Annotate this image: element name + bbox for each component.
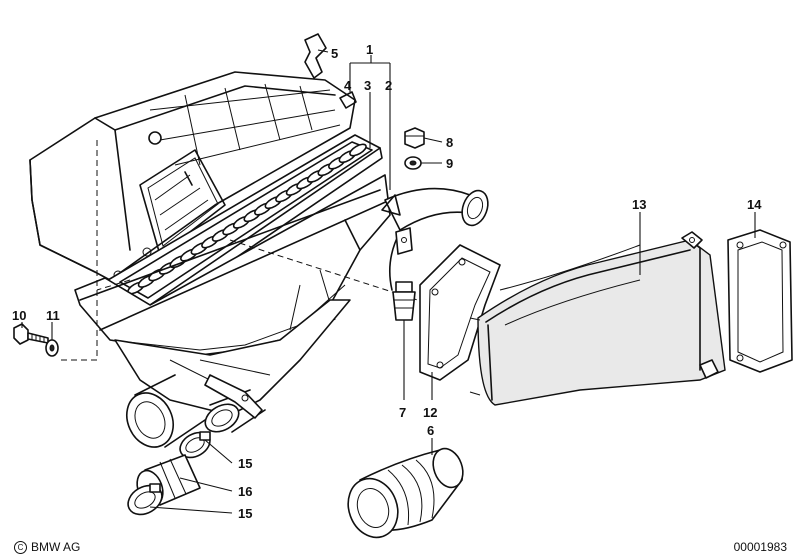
- brand-name: BMW AG: [31, 540, 81, 554]
- rubber-mount: [392, 227, 416, 321]
- copyright-icon: C: [14, 540, 27, 554]
- callout-8: 8: [446, 135, 453, 150]
- hex-nut: [404, 127, 425, 149]
- spring-clip: [304, 33, 327, 79]
- hex-bolt: [13, 323, 49, 345]
- callout-1: 1: [366, 42, 373, 57]
- filter-housing-lower: [74, 174, 391, 448]
- callout-labels: 1 2 3 4 5 6 7 8 9 10 11 12 13 14 15 15 1…: [12, 42, 762, 521]
- callout-2: 2: [385, 78, 392, 93]
- callout-4: 4: [344, 78, 352, 93]
- rubber-boot: [347, 447, 464, 539]
- intake-elbow-pipe: [381, 187, 489, 291]
- callout-12: 12: [423, 405, 437, 420]
- hose-clamp-upper: [179, 431, 211, 459]
- callout-14: 14: [747, 197, 762, 212]
- callout-5: 5: [331, 46, 338, 61]
- callout-10: 10: [12, 308, 26, 323]
- intake-duct: [469, 231, 726, 406]
- callout-11: 11: [46, 308, 60, 323]
- hose-clamp-lower: [127, 483, 163, 516]
- callout-13: 13: [632, 197, 646, 212]
- callout-7: 7: [399, 405, 406, 420]
- callout-15-lower: 15: [238, 506, 252, 521]
- diagram-reference-number: 00001983: [733, 540, 787, 554]
- washer: [404, 156, 422, 170]
- filter-housing-lid: [29, 71, 357, 281]
- callout-16: 16: [238, 484, 252, 499]
- callout-3: 3: [364, 78, 371, 93]
- gasket-14: [727, 229, 793, 373]
- leader-lines: [21, 49, 756, 514]
- gasket-12: [419, 244, 501, 381]
- callout-9: 9: [446, 156, 453, 171]
- bolt-washer: [45, 339, 59, 357]
- callout-6: 6: [427, 423, 434, 438]
- callout-15-upper: 15: [238, 456, 252, 471]
- copyright-notice: C BMW AG: [14, 540, 80, 554]
- reference-lines: [60, 140, 481, 361]
- filter-pleat: [349, 143, 367, 157]
- air-filter-element: [107, 134, 383, 316]
